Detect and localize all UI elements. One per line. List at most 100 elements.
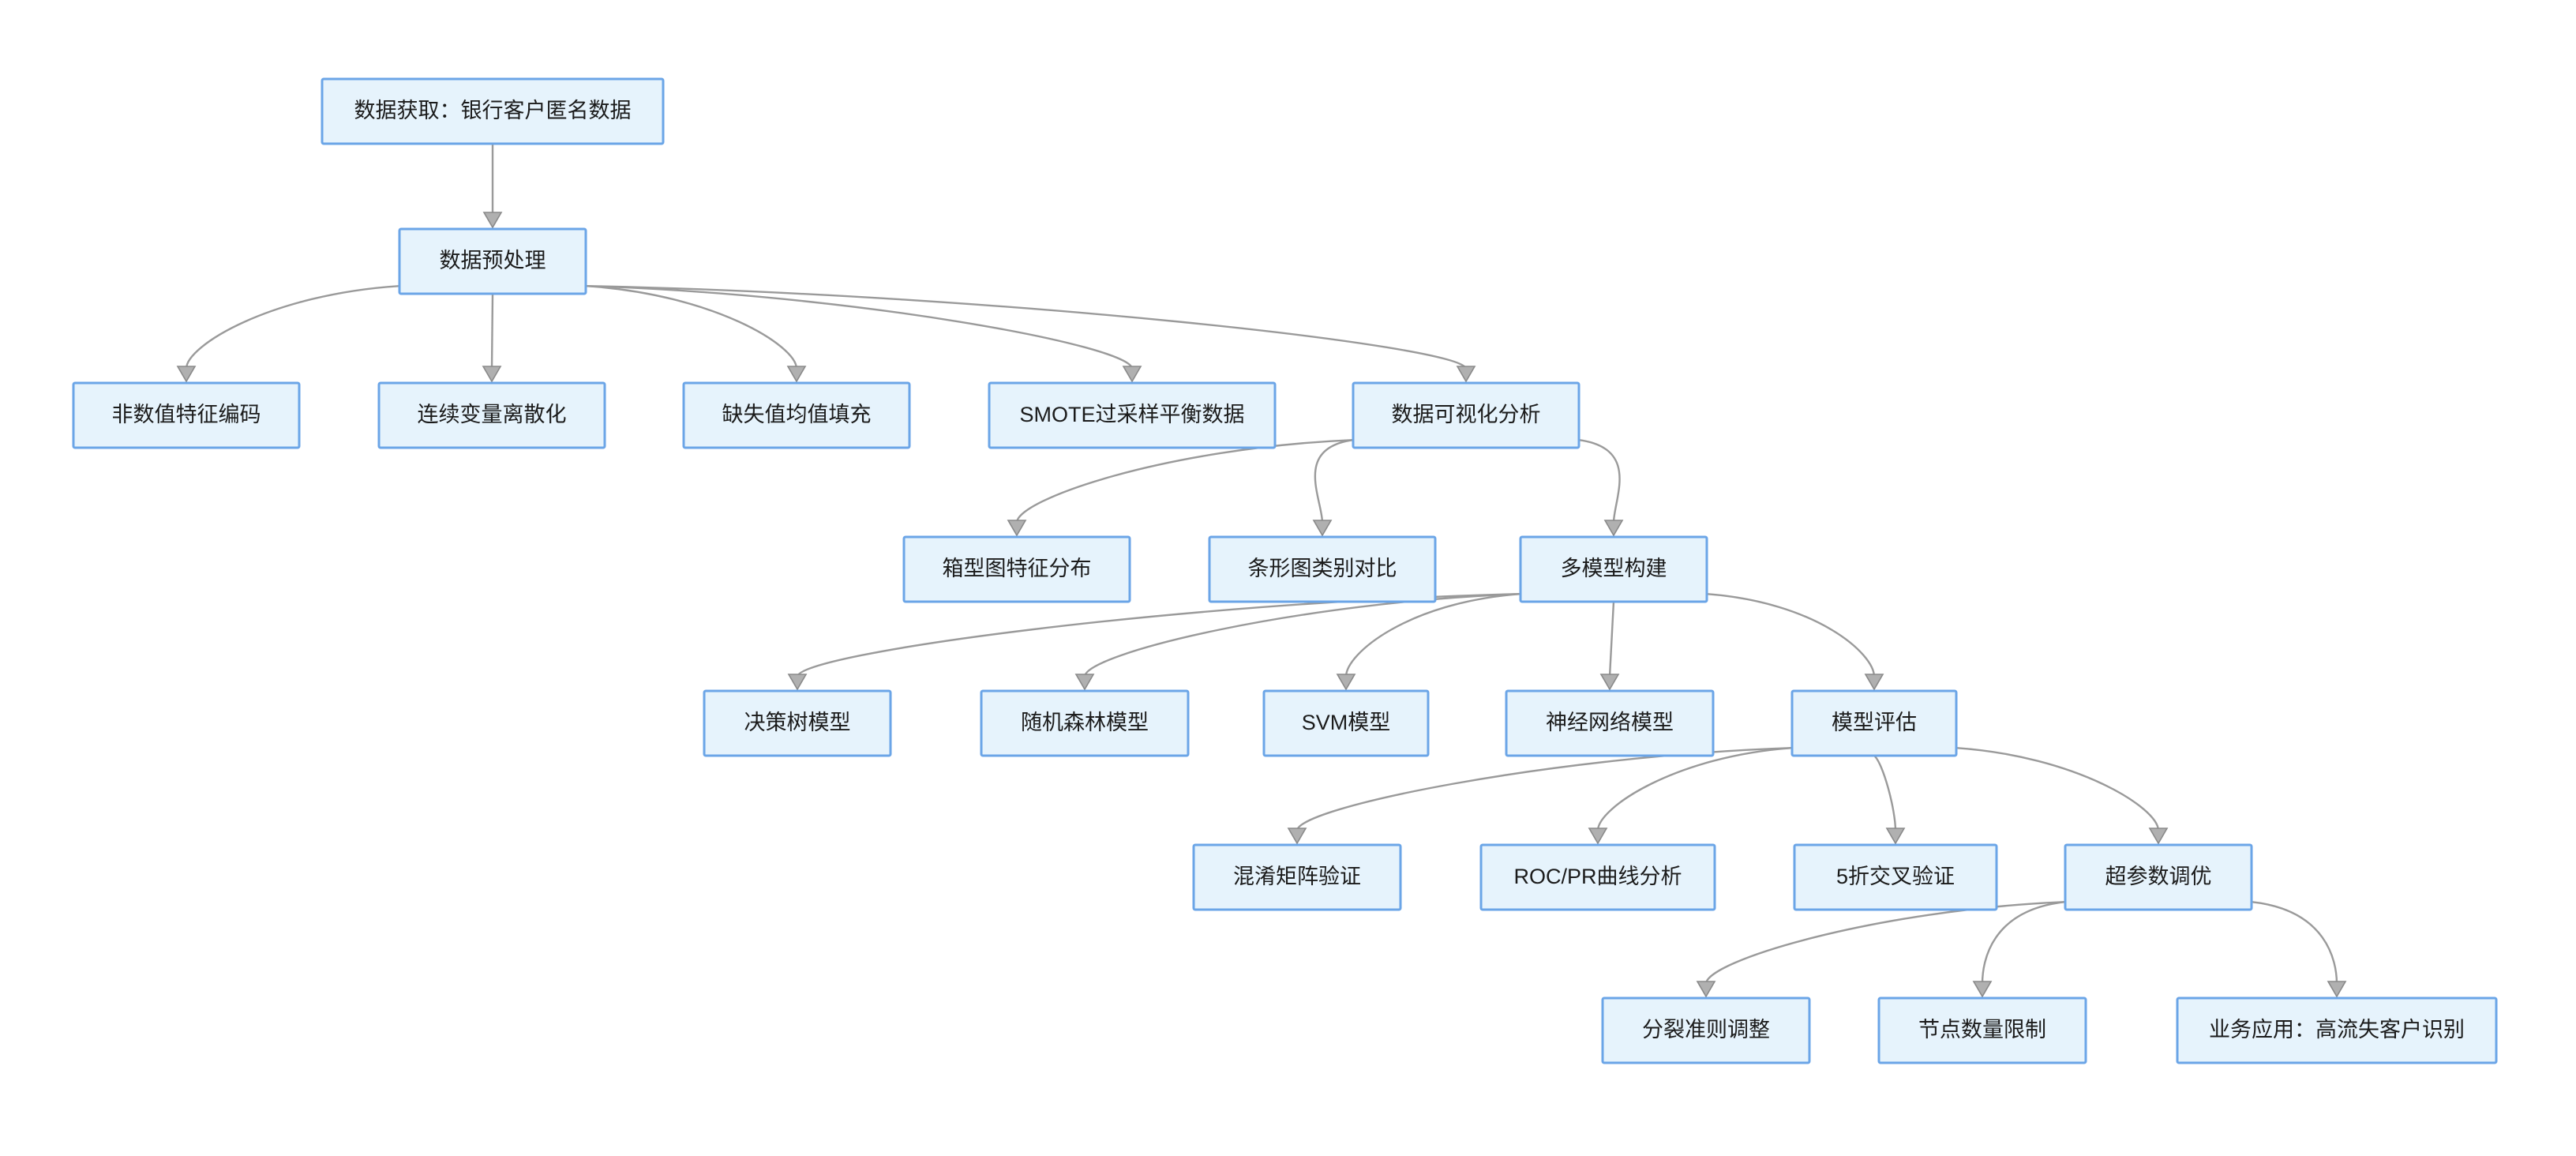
node-label: 5折交叉验证 xyxy=(1836,865,1955,888)
flow-edge xyxy=(1972,900,2066,998)
flow-node[interactable]: 神经网络模型 xyxy=(1505,689,1715,757)
node-box[interactable] xyxy=(398,227,587,295)
flow-node[interactable]: 条形图类别对比 xyxy=(1208,535,1437,603)
edge-line xyxy=(585,284,798,370)
flow-node[interactable]: 5折交叉验证 xyxy=(1793,843,1998,911)
node-box[interactable] xyxy=(980,689,1190,757)
edge-line xyxy=(796,592,1521,677)
edge-line xyxy=(1704,900,2066,985)
flow-node[interactable]: SVM模型 xyxy=(1262,689,1430,757)
edge-line xyxy=(1596,746,1793,831)
node-box[interactable] xyxy=(902,535,1131,603)
node-label: SMOTE过采样平衡数据 xyxy=(1019,403,1244,426)
edge-line xyxy=(1578,438,1621,524)
node-label: 混淆矩阵验证 xyxy=(1233,865,1361,888)
node-box[interactable] xyxy=(1479,843,1716,911)
arrow-head-icon xyxy=(1456,366,1476,383)
arrow-head-icon xyxy=(1599,674,1620,691)
node-label: 连续变量离散化 xyxy=(418,403,567,426)
node-box[interactable] xyxy=(72,381,301,449)
flow-edge xyxy=(1074,592,1521,691)
flow-edge xyxy=(1312,438,1354,537)
node-box[interactable] xyxy=(1601,996,1811,1064)
node-label: 业务应用：高流失客户识别 xyxy=(2209,1018,2465,1042)
node-label: 决策树模型 xyxy=(744,711,851,734)
flow-edge xyxy=(482,293,502,383)
flow-edge xyxy=(1955,746,2169,845)
flow-node[interactable]: SMOTE过采样平衡数据 xyxy=(988,381,1277,449)
arrow-head-icon xyxy=(1074,674,1095,691)
flow-node[interactable]: 数据预处理 xyxy=(398,227,587,295)
node-box[interactable] xyxy=(1505,689,1715,757)
arrow-head-icon xyxy=(2148,828,2169,845)
flow-node[interactable]: ROC/PR曲线分析 xyxy=(1479,843,1716,911)
flow-node[interactable]: 数据可视化分析 xyxy=(1352,381,1580,449)
flow-edge xyxy=(1287,746,1793,845)
edge-line xyxy=(1873,755,1897,831)
node-label: 数据可视化分析 xyxy=(1392,403,1541,426)
flow-node[interactable]: 缺失值均值填充 xyxy=(682,381,911,449)
edge-line xyxy=(1083,592,1521,677)
edge-line xyxy=(1015,438,1354,524)
arrow-head-icon xyxy=(176,366,197,383)
flow-node[interactable]: 分裂准则调整 xyxy=(1601,996,1811,1064)
edge-line xyxy=(185,284,400,370)
arrow-head-icon xyxy=(482,366,502,383)
arrow-head-icon xyxy=(482,212,503,229)
flow-node[interactable]: 混淆矩阵验证 xyxy=(1192,843,1402,911)
node-box[interactable] xyxy=(1208,535,1437,603)
edge-line xyxy=(1955,746,2160,831)
edge-line xyxy=(585,284,1468,370)
flow-edge xyxy=(585,284,1476,383)
arrow-head-icon xyxy=(1007,520,1027,537)
flow-node[interactable]: 箱型图特征分布 xyxy=(902,535,1131,603)
edge-line xyxy=(585,284,1134,370)
flow-edge xyxy=(482,144,503,229)
flow-node[interactable]: 随机森林模型 xyxy=(980,689,1190,757)
node-box[interactable] xyxy=(1793,843,1998,911)
flow-edge xyxy=(1007,438,1354,537)
node-label: 多模型构建 xyxy=(1561,557,1667,580)
node-label: 模型评估 xyxy=(1832,711,1917,734)
flow-node[interactable]: 节点数量限制 xyxy=(1877,996,2087,1064)
node-box[interactable] xyxy=(988,381,1277,449)
flow-edge xyxy=(176,284,400,383)
node-box[interactable] xyxy=(321,77,665,145)
edge-line xyxy=(490,293,494,370)
flow-node[interactable]: 数据获取：银行客户匿名数据 xyxy=(321,77,665,145)
edge-line xyxy=(1706,592,1876,677)
node-box[interactable] xyxy=(1352,381,1580,449)
flow-edge xyxy=(1706,592,1884,691)
node-box[interactable] xyxy=(1262,689,1430,757)
flow-node[interactable]: 模型评估 xyxy=(1790,689,1958,757)
arrow-head-icon xyxy=(1122,366,1142,383)
node-box[interactable] xyxy=(377,381,606,449)
node-box[interactable] xyxy=(703,689,892,757)
node-label: 随机森林模型 xyxy=(1021,711,1149,734)
edge-line xyxy=(2251,900,2338,985)
node-box[interactable] xyxy=(1519,535,1708,603)
flow-node[interactable]: 多模型构建 xyxy=(1519,535,1708,603)
node-box[interactable] xyxy=(682,381,911,449)
node-label: 分裂准则调整 xyxy=(1642,1018,1770,1042)
flow-node[interactable]: 超参数调优 xyxy=(2064,843,2253,911)
node-box[interactable] xyxy=(1192,843,1402,911)
flow-node[interactable]: 业务应用：高流失客户识别 xyxy=(2176,996,2498,1064)
flow-edge xyxy=(1588,746,1793,845)
flow-edge xyxy=(1873,755,1906,845)
arrow-head-icon xyxy=(1287,828,1307,845)
flow-node[interactable]: 决策树模型 xyxy=(703,689,892,757)
flow-node[interactable]: 连续变量离散化 xyxy=(377,381,606,449)
node-box[interactable] xyxy=(2176,996,2498,1064)
edge-line xyxy=(1344,592,1521,677)
flow-edge xyxy=(585,284,807,383)
flow-node[interactable]: 非数值特征编码 xyxy=(72,381,301,449)
node-box[interactable] xyxy=(1877,996,2087,1064)
node-box[interactable] xyxy=(2064,843,2253,911)
node-box[interactable] xyxy=(1790,689,1958,757)
arrow-head-icon xyxy=(1885,828,1906,845)
node-label: SVM模型 xyxy=(1302,711,1391,734)
